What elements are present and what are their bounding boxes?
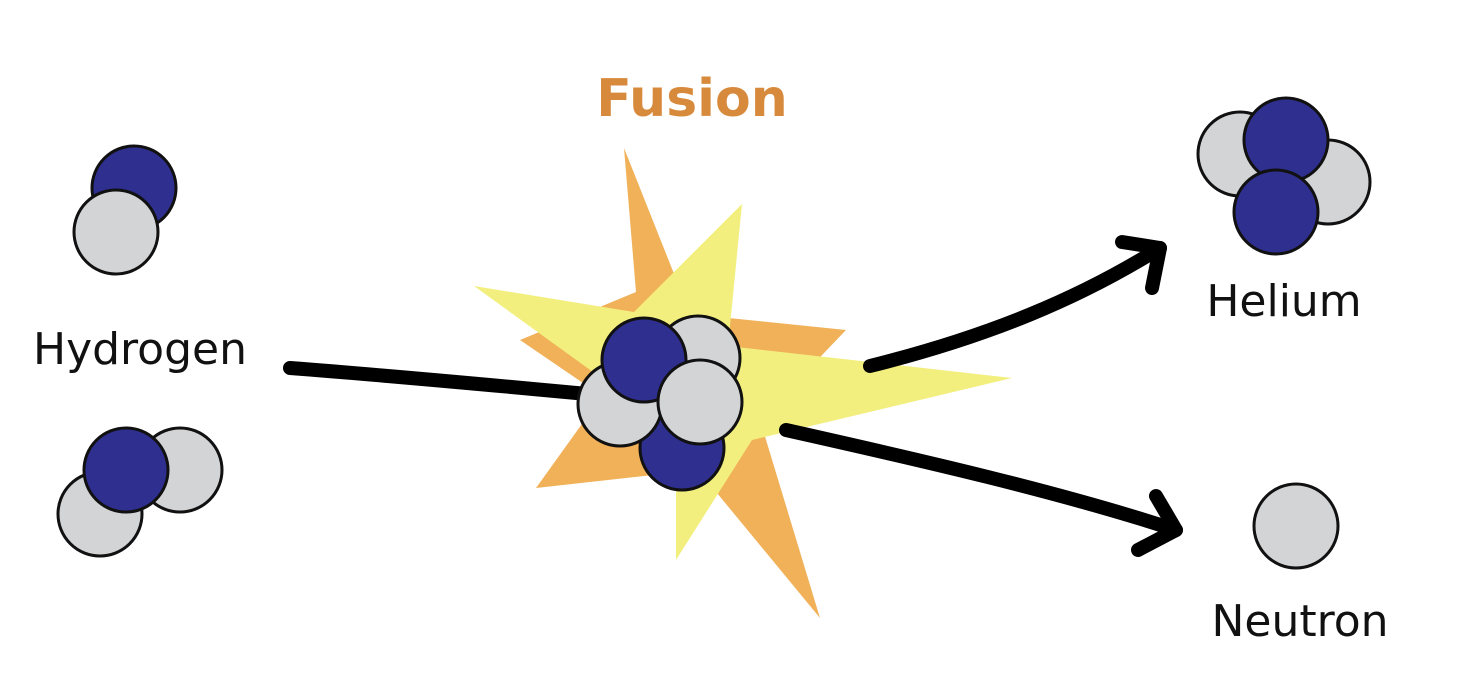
proton [1232,168,1320,256]
neutron-label: Neutron [1211,596,1388,647]
helium-arrowhead [1115,235,1167,295]
fused-nucleus [576,314,744,492]
fusion-burst [474,148,1012,618]
hydrogen-label: Hydrogen [33,324,247,375]
input-arrow-line [283,361,617,403]
neutron-arrowhead [1131,489,1183,557]
helium-label: Helium [1206,276,1361,327]
burst-inner-star [474,204,1012,560]
helium-nucleus [1196,96,1372,256]
hydrogen-top-nucleus [72,144,178,276]
neutron-arrow-line [779,423,1183,537]
neutron [72,188,160,276]
proton [1242,96,1330,184]
hydrogen-bottom-nucleus [56,426,224,558]
proton [82,426,170,514]
free-neutron [1252,482,1340,570]
helium-arrow-line [863,241,1167,373]
neutron [656,358,744,446]
diagram-title: Fusion [596,69,787,129]
